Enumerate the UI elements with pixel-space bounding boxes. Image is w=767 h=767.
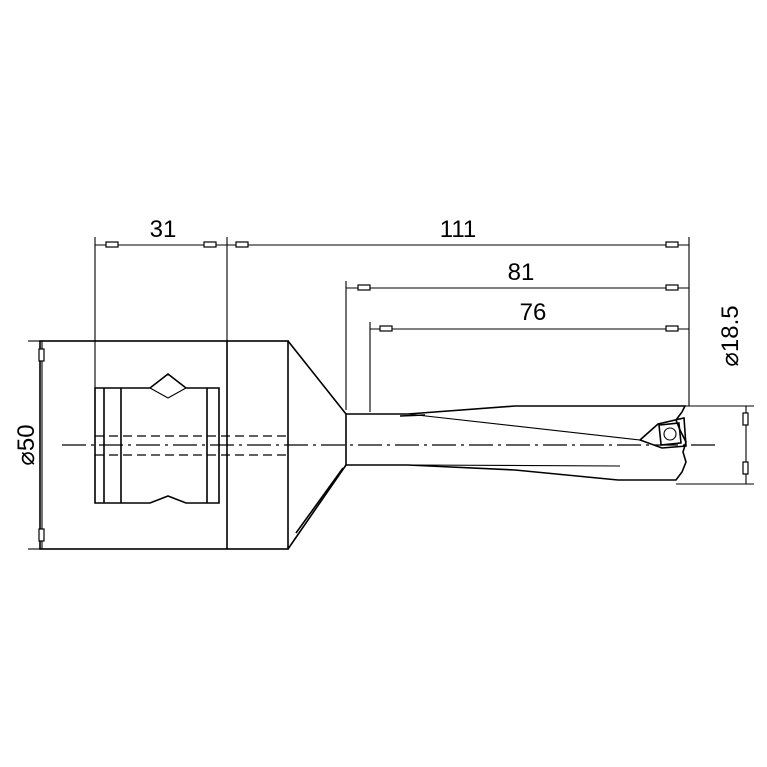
clamp-flat-detail: [94, 372, 220, 504]
dimension-111-label: 111: [440, 216, 476, 243]
taper-neck: [287, 340, 347, 550]
coolant-bore-hidden-lines: [95, 435, 288, 456]
dimension-diameter-50: ⌀50: [13, 341, 45, 549]
dimension-31: 31: [95, 216, 227, 248]
dimension-diameter-18-5: ⌀18.5: [717, 305, 749, 484]
dimension-76: 76: [370, 299, 689, 332]
extension-lines: [28, 237, 754, 550]
dimension-76-label: 76: [520, 299, 547, 326]
dimension-111: 111: [227, 216, 689, 248]
dimension-81: 81: [346, 259, 689, 291]
dimension-81-label: 81: [508, 259, 535, 286]
dimension-diameter-18-5-label: ⌀18.5: [717, 305, 744, 366]
cutting-insert: [638, 417, 687, 449]
dimension-diameter-50-label: ⌀50: [13, 424, 40, 465]
boring-bar-body: [345, 405, 687, 481]
dimension-31-label: 31: [150, 216, 177, 243]
